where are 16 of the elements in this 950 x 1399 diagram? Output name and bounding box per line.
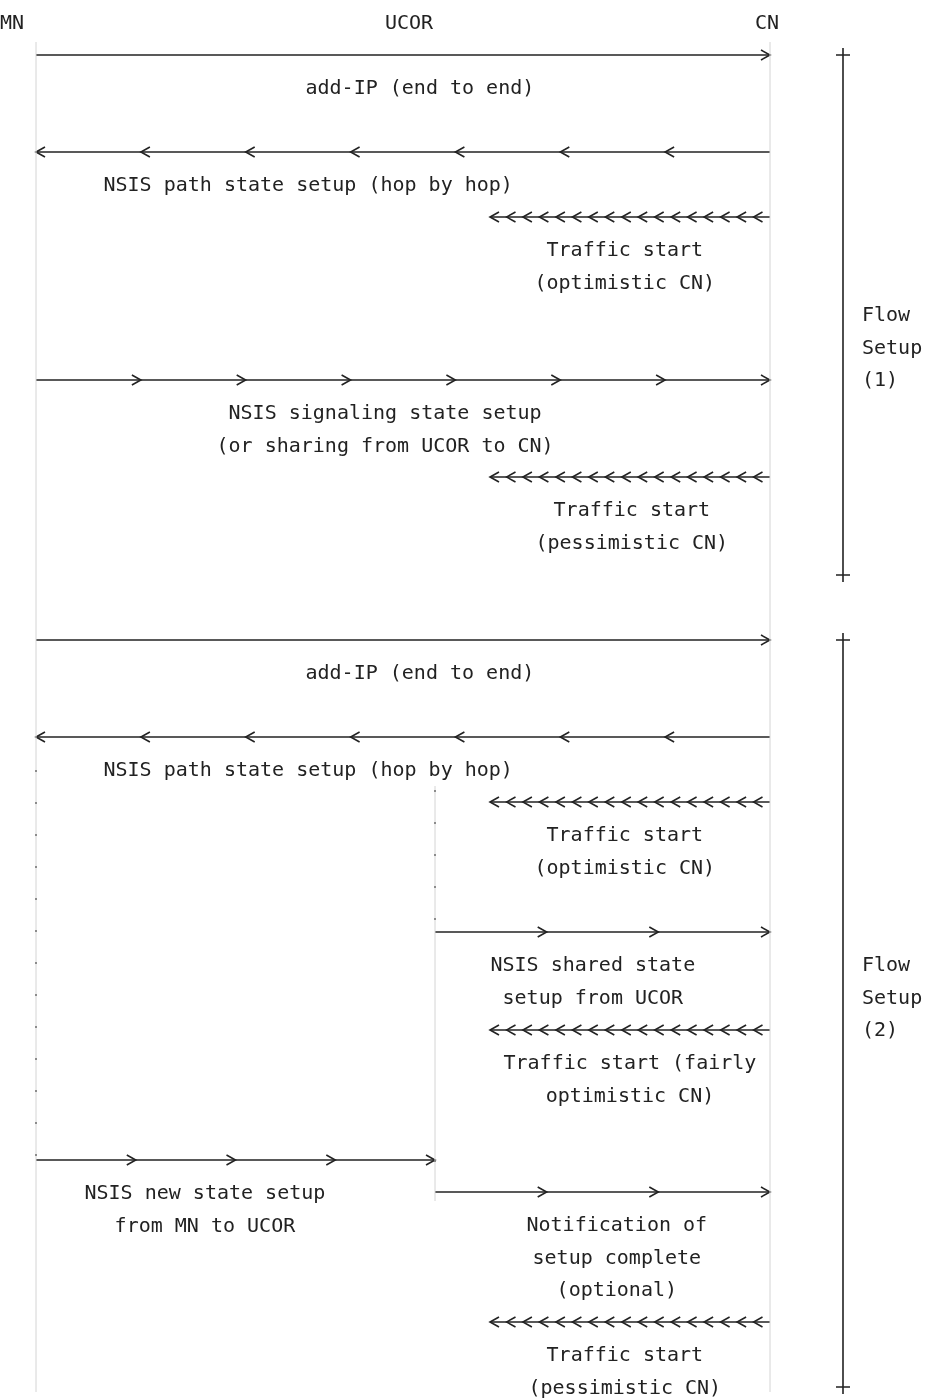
- message-arrow: [34, 146, 771, 158]
- message-arrow: [35, 374, 772, 386]
- message-arrow: [488, 796, 771, 808]
- message-arrow: [35, 634, 771, 646]
- message-arrow: [34, 731, 771, 743]
- message-arrow: [488, 1316, 771, 1328]
- message-arrow: [434, 926, 772, 938]
- lifeline-header: MN: [0, 9, 25, 36]
- message-arrow: [488, 1024, 771, 1036]
- message-arrow: [434, 1186, 772, 1198]
- lifeline-header: UCOR: [385, 9, 434, 36]
- lifeline-header: CN: [755, 9, 780, 36]
- message-arrow: [35, 49, 771, 61]
- message-arrow: [35, 1154, 437, 1166]
- message-arrow: [488, 211, 771, 223]
- message-arrow: [488, 471, 771, 483]
